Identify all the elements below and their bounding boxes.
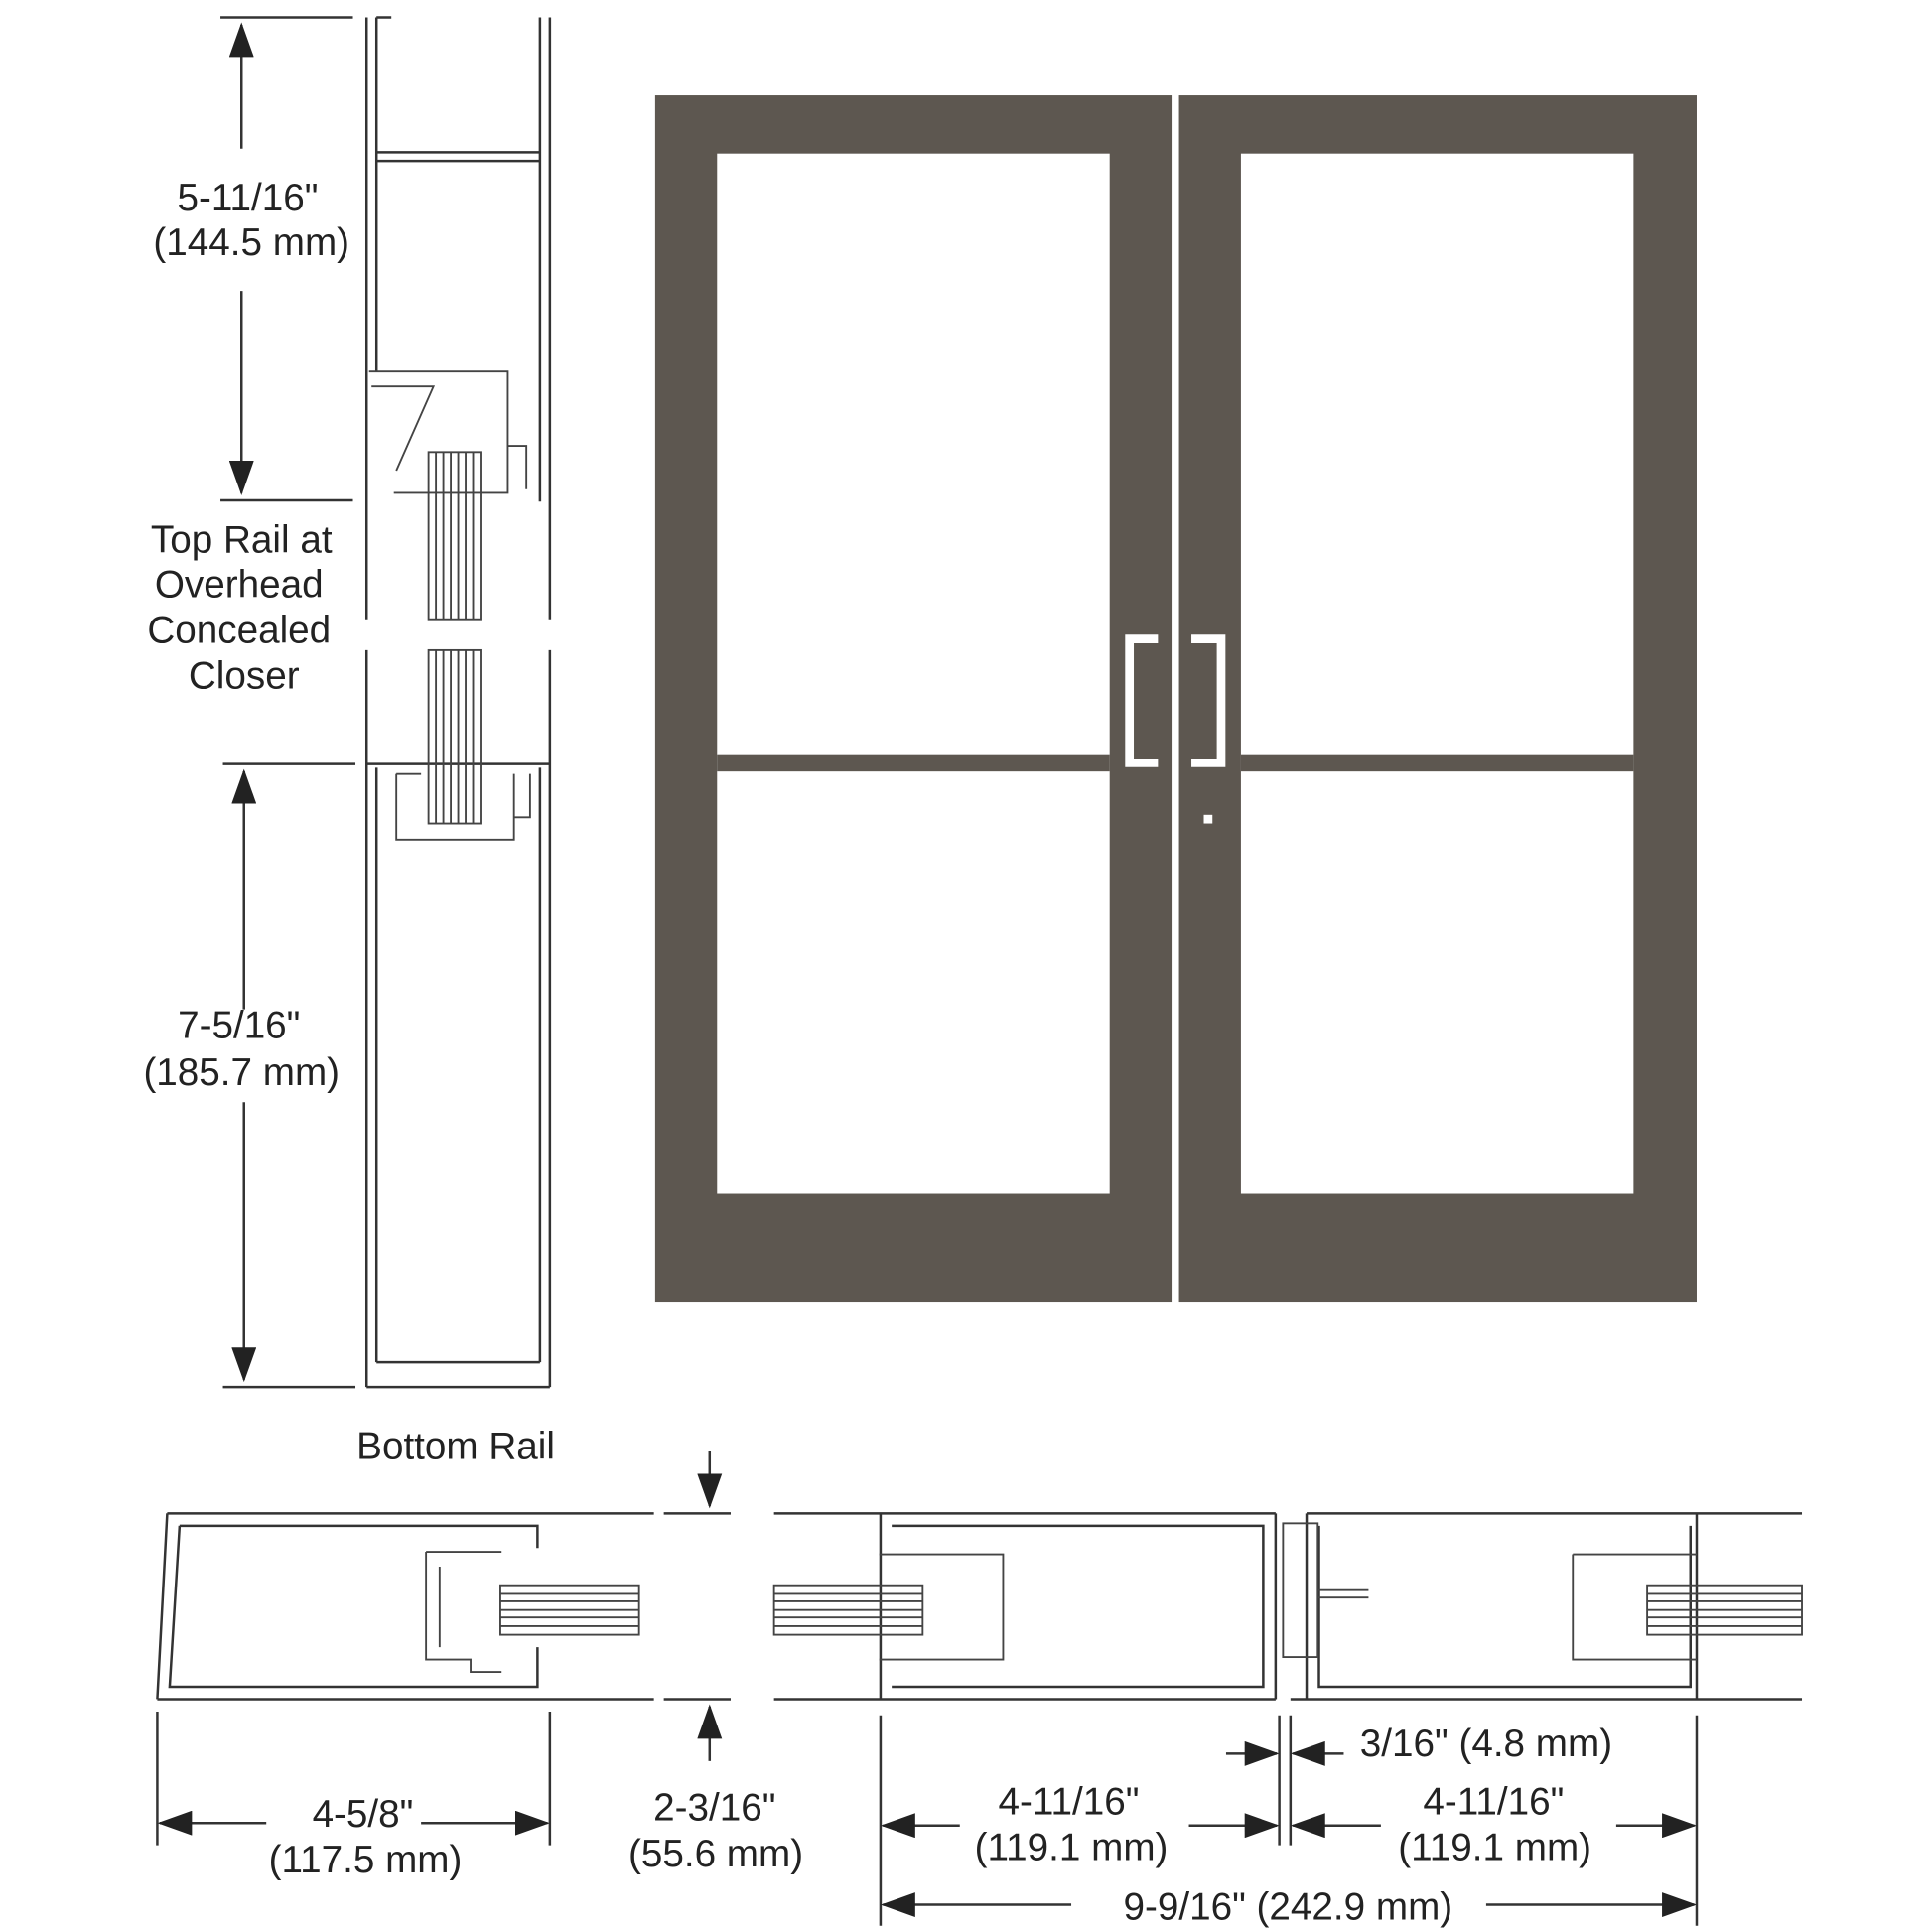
top-rail-label-1: Top Rail at: [151, 518, 333, 561]
depth-in: 2-3/16": [653, 1787, 775, 1830]
left-pull-handle: [1125, 634, 1159, 767]
gap-dim: 3/16" (4.8 mm): [1360, 1723, 1612, 1765]
stile2-mm: (119.1 mm): [1398, 1827, 1591, 1869]
stile-plan-left: [156, 1450, 731, 1846]
astragal: [1282, 1522, 1319, 1659]
total-width: 9-9/16" (242.9 mm): [1123, 1886, 1452, 1929]
lock-cylinder: [1203, 814, 1213, 824]
right-door-glass: [1240, 153, 1634, 1194]
left-width-mm: (117.5 mm): [269, 1839, 463, 1881]
left-width-in: 4-5/8": [313, 1793, 414, 1836]
top-rail-label-4: Closer: [189, 655, 300, 698]
stile1-in: 4-11/16": [999, 1780, 1140, 1823]
top-rail-dim-in: 5-11/16": [178, 177, 319, 219]
stile2-in: 4-11/16": [1423, 1780, 1564, 1823]
top-rail-label-2: Overhead: [155, 563, 324, 606]
bottom-rail-section: [222, 648, 552, 1389]
top-rail-dim-mm: (144.5 mm): [153, 221, 349, 264]
bottom-rail-dim-in: 7-5/16": [178, 1004, 300, 1046]
left-door-glass: [717, 153, 1110, 1194]
bottom-rail-label: Bottom Rail: [356, 1425, 555, 1467]
top-rail-label-3: Concealed: [147, 609, 331, 651]
double-door: [654, 95, 1697, 1303]
depth-mm: (55.6 mm): [628, 1833, 803, 1875]
bottom-rail-dim-mm: (185.7 mm): [143, 1051, 340, 1094]
right-pull-handle: [1191, 634, 1226, 767]
stile-plan-meeting: [772, 1512, 1803, 1926]
stile1-mm: (119.1 mm): [975, 1827, 1169, 1869]
top-rail-section: [220, 16, 552, 621]
